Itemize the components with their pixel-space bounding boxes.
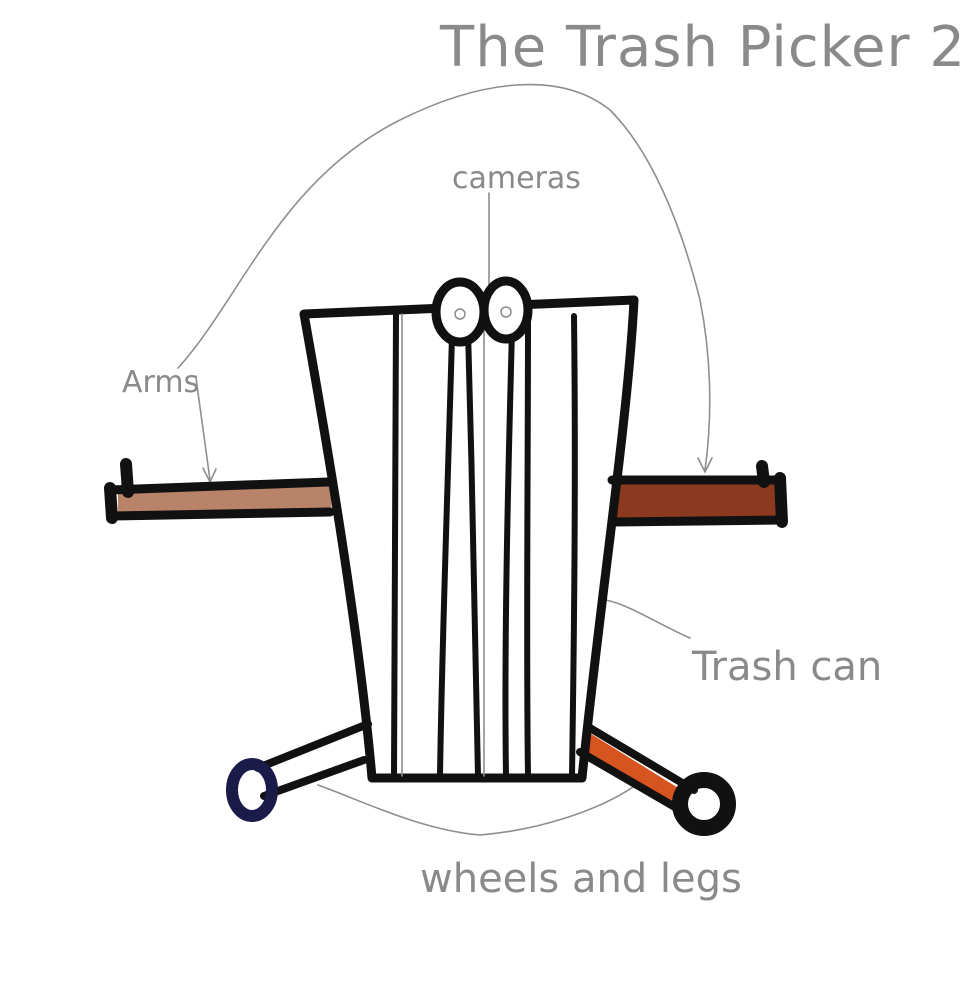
right-arm (607, 460, 788, 528)
left-leg-upper (254, 720, 372, 772)
camera-right-lens (500, 306, 512, 318)
arms-arc-pointer (177, 83, 711, 471)
right-leg (576, 724, 736, 836)
right-leg-fill (580, 732, 688, 808)
right-leg-lower (576, 748, 684, 814)
label-wheels-legs: wheels and legs (420, 856, 742, 902)
right-wheel (672, 772, 736, 836)
arms-arc-arrowhead (697, 457, 713, 473)
left-arm-top-edge (105, 477, 333, 495)
trash-can (299, 295, 639, 783)
left-leg-lower (260, 756, 368, 800)
camera-left-lens (454, 308, 466, 320)
left-leg (226, 720, 372, 822)
label-cameras: cameras (452, 161, 581, 196)
trash-can-outline (299, 295, 639, 783)
camera-right (479, 276, 533, 344)
trash-can-pointer (605, 599, 691, 639)
cameras (431, 276, 533, 347)
left-wheel (226, 758, 278, 822)
left-arm-claw (104, 458, 134, 524)
trash-can-stripe-4 (465, 327, 481, 779)
right-arm-claw (756, 460, 788, 528)
trash-can-stripe-7 (524, 309, 531, 779)
wheels-legs-pointer (317, 784, 637, 836)
trash-can-stripe-3 (437, 333, 455, 779)
label-arms: Arms (122, 365, 199, 400)
title-text: The Trash Picker 200 (439, 15, 964, 80)
trash-can-stripe-6 (502, 327, 515, 779)
label-trash-can: Trash can (691, 644, 882, 690)
left-arm-bottom-edge (107, 507, 335, 521)
right-arm-fill (612, 480, 778, 522)
right-arm-bottom-edge (607, 515, 785, 527)
trash-can-stripe-8 (569, 313, 578, 779)
arms-left-pointer (195, 377, 211, 481)
right-leg-upper (586, 724, 698, 794)
left-arm (104, 458, 335, 524)
camera-left (431, 277, 489, 347)
trash-can-stripe-1 (391, 311, 399, 779)
